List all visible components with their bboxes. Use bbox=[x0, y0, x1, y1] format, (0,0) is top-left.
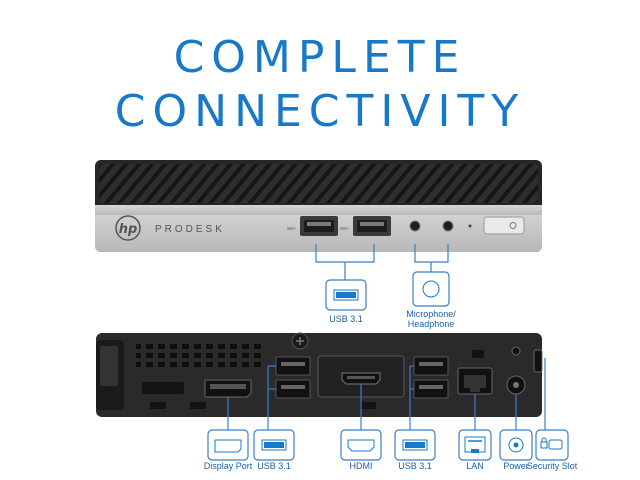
security-slot-badge bbox=[535, 429, 569, 461]
rear-connector-lines bbox=[227, 358, 546, 430]
lock-icon bbox=[540, 437, 563, 450]
audio-label-line-1: Microphone/ bbox=[406, 309, 456, 319]
rear-displayport bbox=[204, 379, 252, 398]
usb-right-label: USB 3.1 bbox=[398, 461, 432, 471]
front-usb-label: USB 3.1 bbox=[329, 314, 363, 324]
rear-panel bbox=[96, 332, 543, 417]
power-icon bbox=[508, 437, 524, 453]
hdmi-icon bbox=[347, 439, 375, 452]
svg-text:ss⇐: ss⇐ bbox=[287, 226, 296, 232]
svg-text:ss⇐: ss⇐ bbox=[340, 226, 349, 232]
audio-jack-icon bbox=[422, 280, 440, 298]
rear-lan-port bbox=[457, 367, 493, 395]
front-audio-jack-1 bbox=[409, 220, 421, 232]
lan-label: LAN bbox=[466, 461, 484, 471]
lan-icon bbox=[464, 436, 486, 453]
hdmi-label: HDMI bbox=[350, 461, 373, 471]
logo-text: hp bbox=[119, 222, 138, 237]
usb-port-icon bbox=[261, 439, 287, 451]
usb-port-icon bbox=[402, 439, 428, 451]
display-port-icon bbox=[214, 439, 242, 453]
headline-line-2: CONNECTIVITY bbox=[114, 86, 526, 137]
front-usb-connector-lines bbox=[315, 244, 375, 280]
power-label: Power bbox=[503, 461, 529, 471]
power-button bbox=[483, 216, 525, 235]
headline-line-1: COMPLETE bbox=[173, 32, 467, 83]
usb-left-label: USB 3.1 bbox=[257, 461, 291, 471]
front-usb-port-2 bbox=[353, 216, 391, 236]
rear-usb-right-stack bbox=[413, 356, 449, 399]
audio-label-line-2: Headphone bbox=[408, 319, 455, 329]
lan-badge bbox=[458, 429, 492, 461]
display-port-label: Display Port bbox=[204, 461, 253, 471]
usb-left-badge bbox=[253, 429, 295, 461]
usb-port-icon bbox=[333, 289, 359, 301]
rear-power-port bbox=[506, 375, 526, 395]
rear-security-slot bbox=[533, 349, 543, 373]
usb-right-badge bbox=[394, 429, 436, 461]
front-usb-port-1 bbox=[300, 216, 338, 236]
rear-usb-left-stack bbox=[275, 356, 311, 399]
front-panel: hp PRODESK ss⇐ ss⇐ bbox=[95, 160, 542, 252]
display-port-badge bbox=[207, 429, 249, 461]
brand-name: PRODESK bbox=[155, 224, 225, 235]
hdmi-badge bbox=[340, 429, 382, 461]
power-badge bbox=[499, 429, 533, 461]
front-audio-connector-lines bbox=[414, 244, 449, 272]
front-usb-badge bbox=[325, 279, 367, 311]
front-audio-jack-2 bbox=[442, 220, 454, 232]
hp-logo-icon: hp bbox=[115, 215, 141, 241]
front-audio-badge bbox=[412, 271, 450, 307]
rear-hdmi-port bbox=[341, 372, 381, 385]
security-slot-label: Security Slot bbox=[527, 461, 578, 471]
